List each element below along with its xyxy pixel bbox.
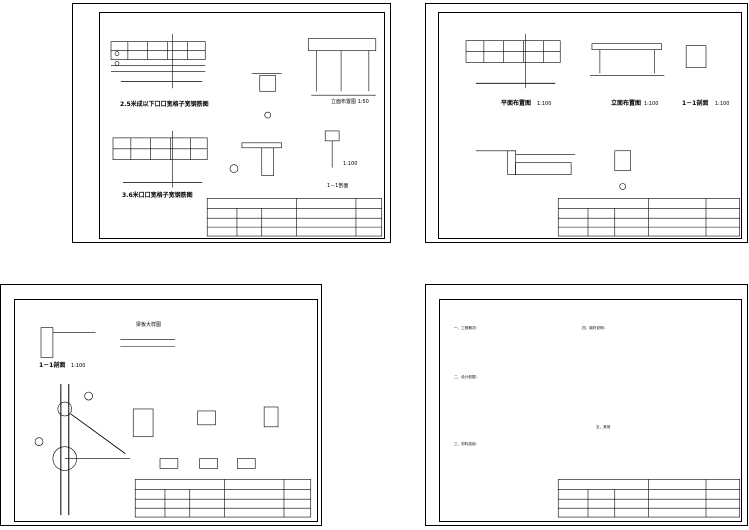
note-item-1: 一、工程概况： bbox=[454, 326, 480, 330]
elevation-title: 立面布置图 1:50 bbox=[331, 99, 369, 105]
note-item-4: 四、钢材说明： bbox=[582, 326, 608, 330]
sheet-1-linework bbox=[110, 33, 383, 237]
section-scale: 1:100 bbox=[715, 101, 730, 107]
section-scale: 1:100 bbox=[71, 363, 86, 369]
section-title: 1－1剖面 bbox=[327, 183, 349, 189]
plan-title-a: 2.5米成以下口口宽格子宽钢筋图 bbox=[120, 101, 209, 108]
beam-title: 梁板大样图 bbox=[136, 322, 162, 328]
drawing-sheet-3: 1－1剖面 1:100 梁板大样图 bbox=[0, 284, 322, 526]
drawing-sheet-4: 一、工程概况： 二、设计依据： 三、材料选用： 四、钢材说明： 五、其他 bbox=[425, 284, 748, 526]
drawing-sheet-1: 2.5米成以下口口宽格子宽钢筋图 3.6米口口宽格子宽钢筋图 立面布置图 1:5… bbox=[72, 3, 391, 243]
sheet-4-border bbox=[439, 299, 742, 522]
drawing-sheet-2: 平面布置图 1:100 立面布置图 1:100 1－1剖面 1:100 bbox=[425, 3, 748, 243]
elevation-scale: 1:100 bbox=[644, 101, 659, 107]
sheet-2-linework bbox=[465, 33, 741, 237]
elevation-title: 立面布置图 bbox=[611, 100, 642, 107]
sheet-4-linework bbox=[557, 479, 741, 518]
plan-title-b: 3.6米口口宽格子宽钢筋图 bbox=[122, 192, 193, 199]
plan-scale: 1:100 bbox=[537, 101, 552, 107]
note-item-3: 三、材料选用： bbox=[454, 442, 480, 446]
note-item-5: 五、其他 bbox=[596, 425, 611, 429]
sheet-2-border bbox=[438, 12, 742, 239]
note-item-2: 二、设计依据： bbox=[454, 375, 480, 379]
section-title: 1－1剖面 bbox=[39, 362, 66, 369]
section-scale: 1:100 bbox=[343, 161, 358, 167]
sheet-3-border bbox=[14, 299, 318, 522]
plan-title: 平面布置图 bbox=[501, 100, 532, 107]
sheet-3-linework bbox=[34, 327, 312, 518]
sheet-1-border bbox=[99, 12, 385, 239]
section-title: 1－1剖面 bbox=[682, 100, 709, 107]
